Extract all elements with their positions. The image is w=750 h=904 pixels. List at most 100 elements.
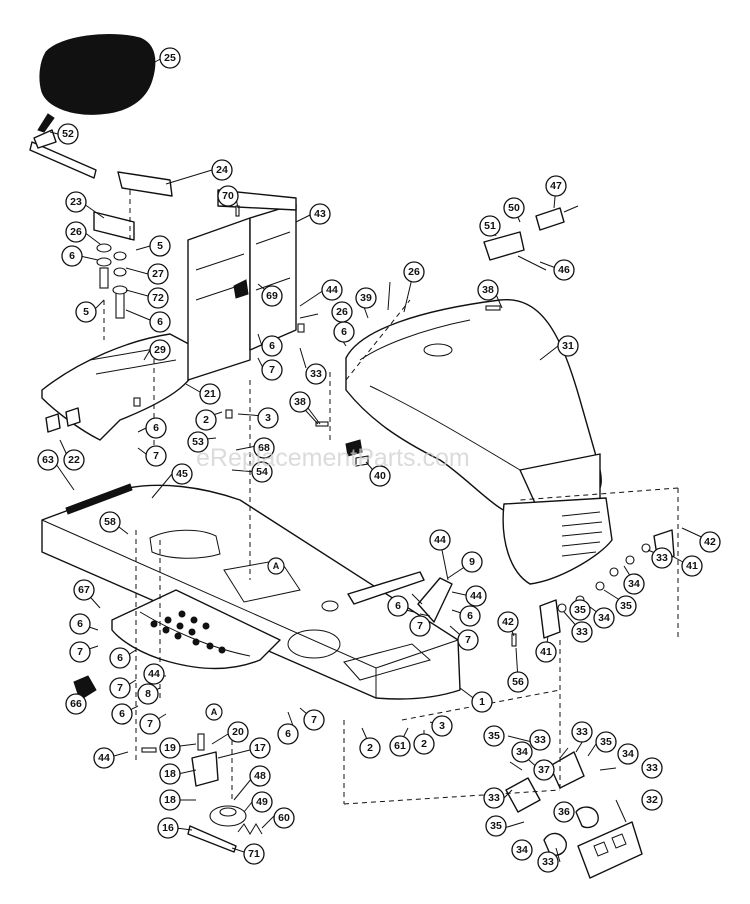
callout: 42	[699, 531, 721, 553]
svg-text:43: 43	[314, 208, 326, 220]
callout: 8	[137, 683, 159, 705]
callout: 44	[93, 747, 115, 769]
svg-text:6: 6	[467, 610, 473, 622]
callout: 25	[159, 47, 181, 69]
svg-text:38: 38	[294, 396, 306, 408]
svg-text:33: 33	[576, 726, 588, 738]
svg-text:34: 34	[598, 612, 610, 624]
callout: 47	[545, 175, 567, 197]
callout: 2	[195, 409, 217, 431]
callout: 17	[249, 737, 271, 759]
callout: 2	[359, 737, 381, 759]
svg-text:71: 71	[248, 848, 260, 860]
svg-text:44: 44	[148, 668, 160, 680]
svg-text:53: 53	[192, 436, 204, 448]
svg-text:39: 39	[360, 292, 372, 304]
svg-text:1: 1	[479, 696, 485, 708]
svg-text:35: 35	[490, 820, 502, 832]
callout: 54	[251, 461, 273, 483]
callout: 67	[73, 579, 95, 601]
callout: 33	[651, 547, 673, 569]
svg-text:2: 2	[367, 742, 373, 754]
svg-text:33: 33	[646, 762, 658, 774]
callout: 6	[145, 417, 167, 439]
callout: 38	[477, 279, 499, 301]
main-frame	[41, 483, 461, 700]
callout: 56	[507, 671, 529, 693]
callout: 6	[387, 595, 409, 617]
bolts	[133, 205, 517, 753]
callout: 7	[145, 445, 167, 467]
callout: 24	[211, 159, 233, 181]
svg-text:17: 17	[254, 742, 266, 754]
svg-text:35: 35	[574, 604, 586, 616]
svg-text:68: 68	[258, 442, 270, 454]
svg-text:6: 6	[157, 316, 163, 328]
callout: 7	[303, 709, 325, 731]
svg-text:18: 18	[164, 768, 176, 780]
callout: 71	[243, 843, 265, 865]
svg-text:47: 47	[550, 180, 562, 192]
svg-text:24: 24	[216, 164, 228, 176]
svg-text:25: 25	[164, 52, 176, 64]
callout: 35	[595, 731, 617, 753]
parts-artwork	[29, 33, 679, 879]
svg-text:44: 44	[326, 284, 338, 296]
callout: 41	[535, 641, 557, 663]
callout: 35	[483, 725, 505, 747]
svg-text:3: 3	[439, 720, 445, 732]
svg-text:34: 34	[516, 844, 528, 856]
callout: 61	[389, 735, 411, 757]
callout: 6	[69, 613, 91, 635]
callout: 26	[331, 301, 353, 323]
svg-text:34: 34	[628, 578, 640, 590]
callout: 60	[273, 807, 295, 829]
svg-text:6: 6	[117, 652, 123, 664]
seat-track	[29, 113, 97, 179]
callout: 21	[199, 383, 221, 405]
callout: 33	[571, 721, 593, 743]
svg-text:26: 26	[408, 266, 420, 278]
callout: 5	[75, 301, 97, 323]
svg-text:6: 6	[119, 708, 125, 720]
svg-text:7: 7	[117, 682, 123, 694]
svg-text:54: 54	[256, 466, 268, 478]
callout: 33	[537, 851, 559, 873]
svg-text:34: 34	[516, 746, 528, 758]
svg-text:50: 50	[508, 202, 520, 214]
svg-text:16: 16	[162, 822, 174, 834]
svg-text:26: 26	[70, 226, 82, 238]
svg-text:44: 44	[98, 752, 110, 764]
svg-text:33: 33	[310, 368, 322, 380]
callout: 44	[321, 279, 343, 301]
svg-text:27: 27	[152, 268, 164, 280]
callout: 33	[571, 621, 593, 643]
svg-text:6: 6	[341, 326, 347, 338]
knob-right	[65, 407, 81, 427]
callout: 34	[511, 741, 533, 763]
svg-text:7: 7	[147, 718, 153, 730]
svg-text:7: 7	[153, 450, 159, 462]
svg-text:22: 22	[68, 454, 80, 466]
svg-text:38: 38	[482, 284, 494, 296]
svg-text:7: 7	[269, 364, 275, 376]
svg-text:70: 70	[222, 190, 234, 202]
callout: 63	[37, 449, 59, 471]
instrument-panel	[505, 751, 643, 879]
callout: 34	[511, 839, 533, 861]
clip	[345, 439, 363, 457]
grille	[502, 497, 613, 585]
pedal-bracket	[417, 577, 453, 623]
callout: 35	[485, 815, 507, 837]
svg-text:6: 6	[269, 340, 275, 352]
svg-text:26: 26	[336, 306, 348, 318]
callout: 51	[479, 215, 501, 237]
svg-text:44: 44	[470, 590, 482, 602]
callout: 19	[159, 737, 181, 759]
callout: 27	[147, 263, 169, 285]
callout: 36	[553, 801, 575, 823]
callout: 44	[143, 663, 165, 685]
callout: 3	[431, 715, 453, 737]
svg-text:49: 49	[256, 796, 268, 808]
callout: 44	[429, 529, 451, 551]
